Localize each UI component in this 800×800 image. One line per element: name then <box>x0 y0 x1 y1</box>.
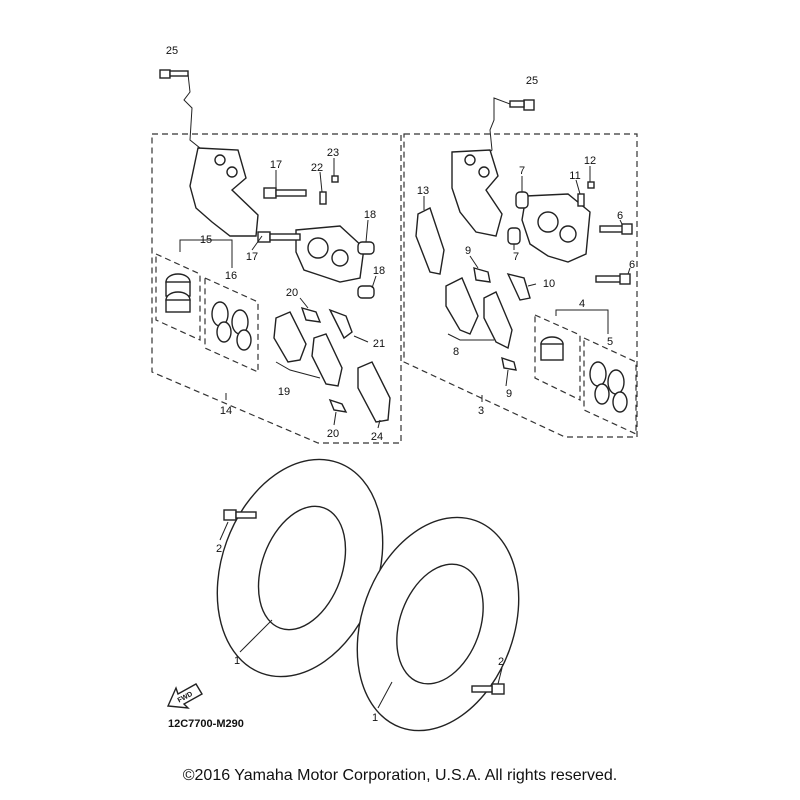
callout-6: 6 <box>629 259 635 271</box>
callout-24: 24 <box>371 431 383 443</box>
callout-1: 1 <box>372 712 378 724</box>
copyright-notice: ©2016 Yamaha Motor Corporation, U.S.A. A… <box>182 767 618 784</box>
caliper-bracket-right <box>451 149 503 237</box>
callout-17: 17 <box>246 251 258 263</box>
pistons-4 <box>540 336 564 361</box>
callout-23: 23 <box>327 147 339 159</box>
callout-16: 16 <box>225 270 237 282</box>
assembly-box-14 <box>151 133 402 444</box>
clip-20-lower <box>328 398 348 413</box>
callout-1: 1 <box>234 655 240 667</box>
callout-7: 7 <box>513 251 519 263</box>
pad-spring-21 <box>328 308 353 340</box>
callout-8: 8 <box>453 346 459 358</box>
pin-bolts-17 <box>257 187 307 243</box>
callout-20: 20 <box>286 287 298 299</box>
pin-bolts-6 <box>595 223 633 285</box>
callout-25: 25 <box>166 45 178 57</box>
callout-14: 14 <box>220 405 232 417</box>
callout-19: 19 <box>278 386 290 398</box>
clip-9-lower <box>501 356 517 371</box>
callout-21: 21 <box>373 338 385 350</box>
seals-5 <box>589 361 628 413</box>
kit-box-5 <box>583 337 637 435</box>
kit-box-16 <box>204 277 259 373</box>
disc-bolt-2-left <box>223 509 257 521</box>
clip-20-upper <box>300 306 322 323</box>
callout-11: 11 <box>569 170 580 182</box>
callout-5: 5 <box>607 336 613 348</box>
leader-lines <box>179 158 631 709</box>
callout-22: 22 <box>311 162 323 174</box>
shim-24 <box>357 361 391 423</box>
bleeder-22-23 <box>319 175 339 205</box>
clip-9-upper <box>473 267 491 283</box>
callout-13: 13 <box>417 185 429 197</box>
callout-3: 3 <box>478 405 484 417</box>
callout-2: 2 <box>498 656 504 668</box>
seals-16 <box>211 301 252 351</box>
callout-15: 15 <box>200 234 212 246</box>
callout-20: 20 <box>327 428 339 440</box>
brake-pads-8 <box>445 277 513 350</box>
brake-pads-19 <box>273 311 343 387</box>
callout-4: 4 <box>579 298 585 310</box>
callouts: 25 25 17 22 23 18 15 16 17 18 20 21 19 1… <box>166 45 635 724</box>
fwd-arrow-icon: FWD <box>166 683 203 709</box>
pad-spring-10 <box>506 272 531 301</box>
caliper-bracket-left <box>189 147 259 237</box>
bolt-25-left <box>159 69 206 153</box>
boots-18 <box>357 241 375 299</box>
brake-disc-right <box>356 516 520 732</box>
callout-6: 6 <box>617 210 623 222</box>
shim-13 <box>415 207 445 275</box>
caliper-body-left <box>295 225 365 283</box>
pistons-15 <box>165 273 191 313</box>
boots-7 <box>507 191 529 245</box>
disc-bolt-2-right <box>471 683 505 695</box>
assembly-box-3 <box>403 133 638 438</box>
callout-12: 12 <box>584 155 596 167</box>
callout-2: 2 <box>216 543 222 555</box>
callout-7: 7 <box>519 165 525 177</box>
callout-10: 10 <box>543 278 555 290</box>
kit-box-15 <box>155 253 201 341</box>
callout-17: 17 <box>270 159 282 171</box>
bleeder-11-12 <box>577 181 595 207</box>
kit-box-4 <box>534 314 581 401</box>
callout-18: 18 <box>373 265 385 277</box>
callout-9: 9 <box>506 388 512 400</box>
callout-25: 25 <box>526 75 538 87</box>
callout-18: 18 <box>364 209 376 221</box>
callout-9: 9 <box>465 245 471 257</box>
brake-disc-left <box>216 458 384 678</box>
diagram-code: 12C7700-M290 <box>168 718 244 730</box>
